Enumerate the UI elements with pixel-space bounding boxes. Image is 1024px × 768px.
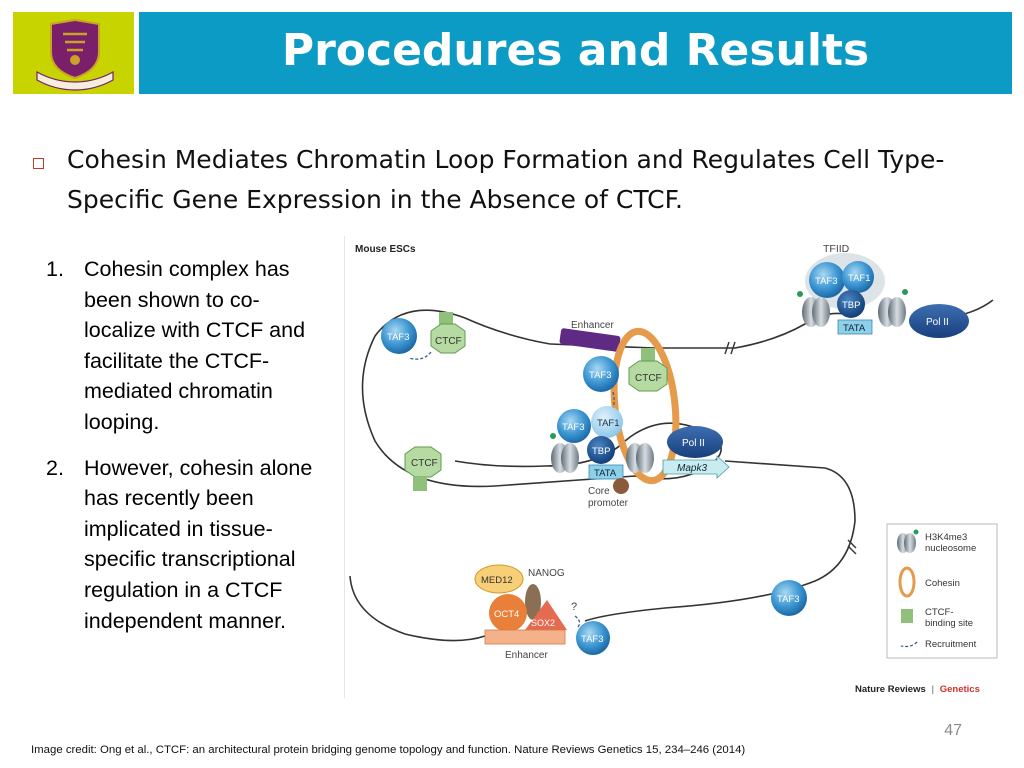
logo — [13, 12, 134, 94]
recruitment-arrow-icon — [900, 641, 918, 648]
list-number: 2. — [46, 455, 64, 480]
tbp-protein — [587, 436, 615, 464]
promoter-marker — [613, 478, 629, 494]
tfiid-label: TFIID — [823, 243, 850, 255]
source-brand-name: Nature Reviews — [855, 684, 926, 695]
tata-box — [837, 319, 873, 335]
h3k4me3-nucleosome-icon — [797, 291, 830, 327]
pol-ii-protein — [909, 304, 969, 338]
list-number: 1. — [46, 257, 64, 281]
enhancer-element — [484, 629, 566, 645]
image-credit: Image credit: Ong et al., CTCF: an archi… — [31, 744, 746, 756]
list-text: However, cohesin alone has recently been… — [84, 455, 313, 633]
tata-label: TATA — [843, 323, 866, 334]
tata-label: TATA — [594, 468, 617, 479]
strand-break-mark — [847, 539, 857, 555]
taf3-protein — [583, 356, 619, 392]
h3k4me3-nucleosome-icon — [626, 443, 654, 473]
university-crest-icon — [36, 18, 114, 91]
h3k4me3-nucleosome-icon — [897, 529, 919, 553]
source-section: Genetics — [940, 684, 980, 695]
section-heading: Cohesin Mediates Chromatin Loop Formatio… — [67, 145, 945, 214]
oct4-label: OCT4 — [494, 609, 519, 620]
taf3-protein — [809, 262, 845, 298]
list-text: Cohesin complex has been shown to co-loc… — [84, 257, 306, 434]
ctcf-protein: CTCF — [404, 446, 442, 491]
numbered-list: 1. Cohesin complex has been shown to co-… — [38, 254, 328, 651]
tbp-label: TBP — [842, 300, 860, 311]
taf3-protein — [381, 318, 417, 354]
oct4-protein — [489, 594, 527, 632]
nanog-protein — [525, 584, 541, 620]
taf3-label: TAF3 — [387, 332, 410, 343]
ctcf-protein: CTCF — [430, 312, 466, 354]
mapk3-label: Mapk3 — [677, 463, 707, 474]
page-title: Procedures and Results — [281, 25, 870, 76]
taf3-label: TAF3 — [589, 370, 612, 381]
recruitment-arrow-icon — [574, 615, 581, 629]
source-brand: Nature Reviews | Genetics — [855, 684, 980, 695]
h3k4me3-nucleosome-icon — [550, 433, 579, 473]
enhancer-element — [559, 328, 621, 352]
taf3-label: TAF3 — [777, 594, 800, 605]
page-number: 47 — [944, 722, 962, 739]
ctcf-protein: CTCF — [628, 348, 668, 392]
taf3-protein — [557, 409, 591, 443]
tbp-label: TBP — [592, 446, 610, 457]
sox2-label: SOX2 — [531, 618, 555, 628]
taf1-label: TAF1 — [597, 418, 620, 429]
cohesin-ring-icon — [898, 566, 916, 598]
med12-protein — [474, 564, 524, 594]
mapk3-gene-arrow — [662, 455, 730, 479]
nanog-label: NANOG — [528, 568, 565, 579]
taf3-protein — [771, 580, 807, 616]
taf1-label: TAF1 — [848, 273, 871, 284]
list-item: 1. Cohesin complex has been shown to co-… — [38, 254, 328, 438]
enhancer-label: Enhancer — [505, 650, 548, 661]
tata-box — [588, 464, 624, 480]
taf3-label: TAF3 — [815, 276, 838, 287]
med12-label: MED12 — [481, 575, 513, 586]
pol-ii-label: Pol II — [926, 317, 949, 328]
ctcf-binding-site-icon — [901, 609, 913, 623]
pol-ii-label: Pol II — [682, 438, 705, 449]
h3k4me3-nucleosome-icon — [878, 289, 908, 327]
pol-ii-protein — [667, 426, 723, 458]
recruitment-arrow-icon — [408, 351, 432, 360]
legend-label: CTCF-binding site — [925, 607, 973, 629]
chromatin-loop-figure: Mouse ESCs Enhancer CTCF CTCF CTCF TAF3 … — [344, 236, 1003, 698]
legend-label: Recruitment — [925, 639, 977, 650]
recruitment-arrow-icon — [606, 391, 615, 417]
chromatin-fiber — [349, 575, 486, 642]
taf3-protein — [576, 621, 610, 655]
ctcf-label: CTCF — [635, 373, 662, 384]
hollow-square-bullet-icon — [33, 158, 44, 169]
question-mark: ? — [571, 601, 577, 613]
taf1-protein — [842, 261, 874, 293]
legend-label: Cohesin — [925, 578, 960, 589]
strand-break-mark — [724, 341, 736, 355]
title-bar: Procedures and Results — [139, 12, 1012, 94]
taf1-protein — [591, 406, 623, 438]
panel-title: Mouse ESCs — [355, 244, 416, 255]
source-separator: | — [931, 684, 934, 695]
list-item: 2. However, cohesin alone has recently b… — [38, 453, 328, 637]
enhancer-label: Enhancer — [571, 320, 614, 331]
taf3-label: TAF3 — [581, 634, 604, 645]
ctcf-label: CTCF — [435, 336, 462, 347]
tbp-protein — [837, 290, 865, 318]
sox2-protein — [525, 600, 567, 630]
chromatin-fiber — [584, 460, 856, 622]
ctcf-label: CTCF — [411, 458, 438, 469]
taf3-label: TAF3 — [562, 422, 585, 433]
